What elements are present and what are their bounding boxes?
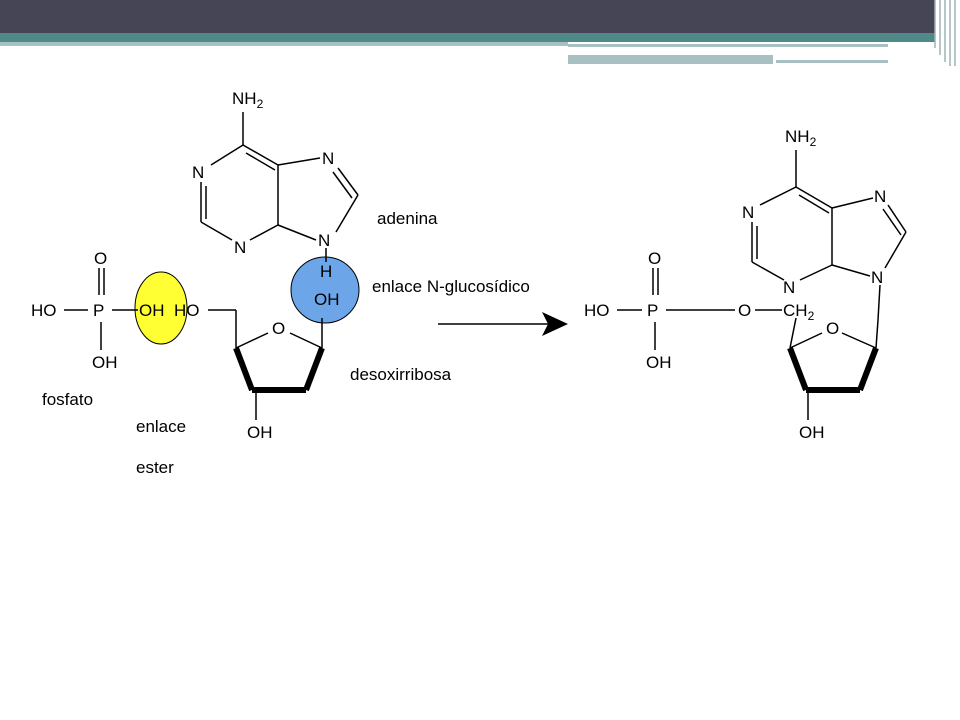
ho-phosphate-right: HO [584,301,610,320]
oh-phosphate-bottom-left: OH [92,353,118,372]
oh-3prime-left: OH [247,423,273,442]
n7-left: N [322,149,334,168]
nh2-right: NH2 [785,127,817,149]
label-enlace-n-glucosidico: enlace N-glucosídico [372,277,530,296]
adenine-left-bonds [200,112,359,262]
header-bar [0,0,956,66]
o-double-left: O [94,249,107,268]
header-corner-lines [934,0,956,66]
nh2-left: NH2 [232,89,264,111]
header-light-strip-1 [568,44,888,47]
header-light-strip-3 [776,60,888,63]
header-light-strip-2 [568,55,773,64]
label-fosfato: fosfato [42,390,93,409]
oh-glycosidic-left: OH [314,290,340,309]
ho-sugar-left: HO [174,301,200,320]
n1-right: N [742,203,754,222]
ch2-right: CH2 [783,301,815,323]
label-enlace: enlace [136,417,186,436]
phosphate-oh-highlight [134,271,188,345]
header-dark-band [0,0,935,33]
oh-3prime-right: OH [799,423,825,442]
o-double-right: O [648,249,661,268]
oh-phosphate-bottom-right: OH [646,353,672,372]
label-desoxirribosa: desoxirribosa [350,365,452,384]
p-right: P [647,301,658,320]
deoxyribose-left-bonds [208,309,325,420]
adenine-right-bonds [751,150,907,321]
p-left: P [93,301,104,320]
deoxyribose-right-bonds [787,317,879,420]
o-ring-left: O [272,319,285,338]
h-left: H [320,262,332,281]
label-ester: ester [136,458,174,477]
reaction-arrow [438,312,568,336]
n9-right: N [871,268,883,287]
n7-right: N [874,187,886,206]
o-ring-right: O [826,319,839,338]
n9-left: N [318,231,330,250]
glycosidic-highlight [290,256,360,324]
phosphate-left-bonds [64,268,138,350]
phosphate-right-bonds [617,268,782,350]
ho-phosphate-left: HO [31,301,57,320]
o-ester-right: O [738,301,751,320]
n1-left: N [192,163,204,182]
n3-left: N [234,238,246,257]
label-adenina: adenina [377,209,438,228]
header-light-band [0,42,568,46]
n3-right: N [783,278,795,297]
header-teal-band [0,33,935,42]
oh-phosphate-highlighted: OH [139,301,165,320]
